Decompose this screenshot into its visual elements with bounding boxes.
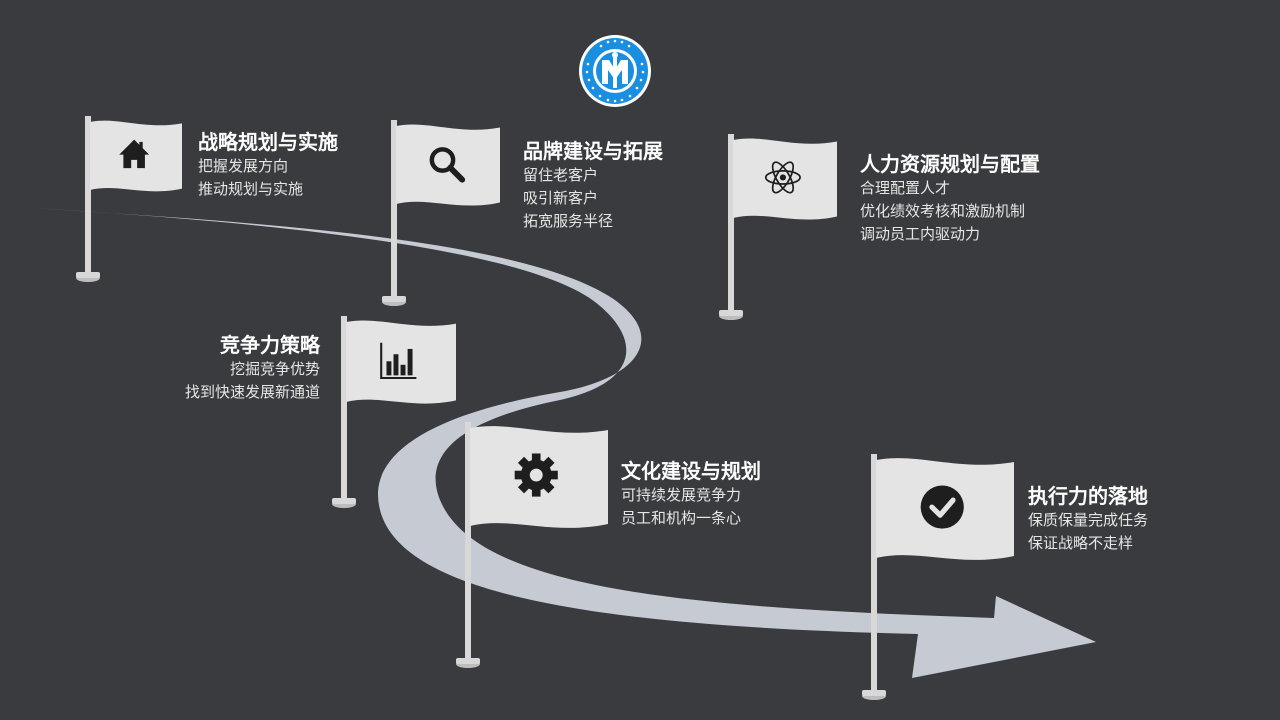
step-1-title: 战略规划与实施	[198, 130, 338, 154]
step-6-line-2: 保证战略不走样	[1028, 534, 1134, 552]
flag-step-2	[382, 120, 500, 306]
check-circle-icon	[920, 485, 964, 529]
flag-step-1	[76, 116, 182, 282]
search-icon	[429, 147, 466, 183]
step-5-label: 文化建设与规划 可持续发展竞争力 员工和机构一条心	[621, 458, 761, 530]
step-4-title: 竞争力策略	[220, 333, 320, 357]
step-1-label: 战略规划与实施 把握发展方向 推动规划与实施	[198, 129, 338, 201]
atom-icon	[764, 161, 801, 194]
step-3-line-3: 调动员工内驱动力	[860, 225, 981, 243]
step-3-title: 人力资源规划与配置	[860, 152, 1040, 176]
step-6-title: 执行力的落地	[1028, 484, 1148, 508]
flag-step-5	[456, 422, 608, 668]
flag-step-6	[862, 454, 1014, 700]
step-3-line-1: 合理配置人才	[860, 179, 951, 197]
step-4-label: 竞争力策略 挖掘竞争优势 找到快速发展新通道	[140, 332, 320, 404]
logo-emblem	[579, 35, 651, 107]
step-3-line-2: 优化绩效考核和激励机制	[860, 202, 1026, 220]
step-4-line-2: 找到快速发展新通道	[184, 383, 320, 401]
step-3-label: 人力资源规划与配置 合理配置人才 优化绩效考核和激励机制 调动员工内驱动力	[860, 151, 1040, 246]
step-1-line-2: 推动规划与实施	[198, 180, 304, 198]
step-6-label: 执行力的落地 保质保量完成任务 保证战略不走样	[1028, 483, 1148, 555]
step-6-line-1: 保质保量完成任务	[1028, 511, 1149, 529]
flag-step-4	[332, 316, 456, 508]
home-icon	[119, 139, 150, 169]
flag-step-3	[719, 134, 837, 320]
step-1-line-1: 把握发展方向	[198, 157, 289, 175]
step-2-line-3: 拓宽服务半径	[523, 212, 614, 230]
step-5-title: 文化建设与规划	[621, 459, 761, 483]
road-arrow	[32, 208, 1096, 678]
step-5-line-1: 可持续发展竞争力	[621, 486, 742, 504]
gear-icon	[514, 453, 558, 497]
step-5-line-2: 员工和机构一条心	[621, 509, 742, 527]
step-2-label: 品牌建设与拓展 留住老客户 吸引新客户 拓宽服务半径	[523, 138, 663, 233]
step-4-line-1: 挖掘竞争优势	[229, 360, 320, 378]
step-2-line-2: 吸引新客户	[523, 189, 599, 207]
bar-chart-icon	[380, 342, 417, 380]
step-2-title: 品牌建设与拓展	[523, 139, 663, 163]
step-2-line-1: 留住老客户	[523, 166, 599, 184]
